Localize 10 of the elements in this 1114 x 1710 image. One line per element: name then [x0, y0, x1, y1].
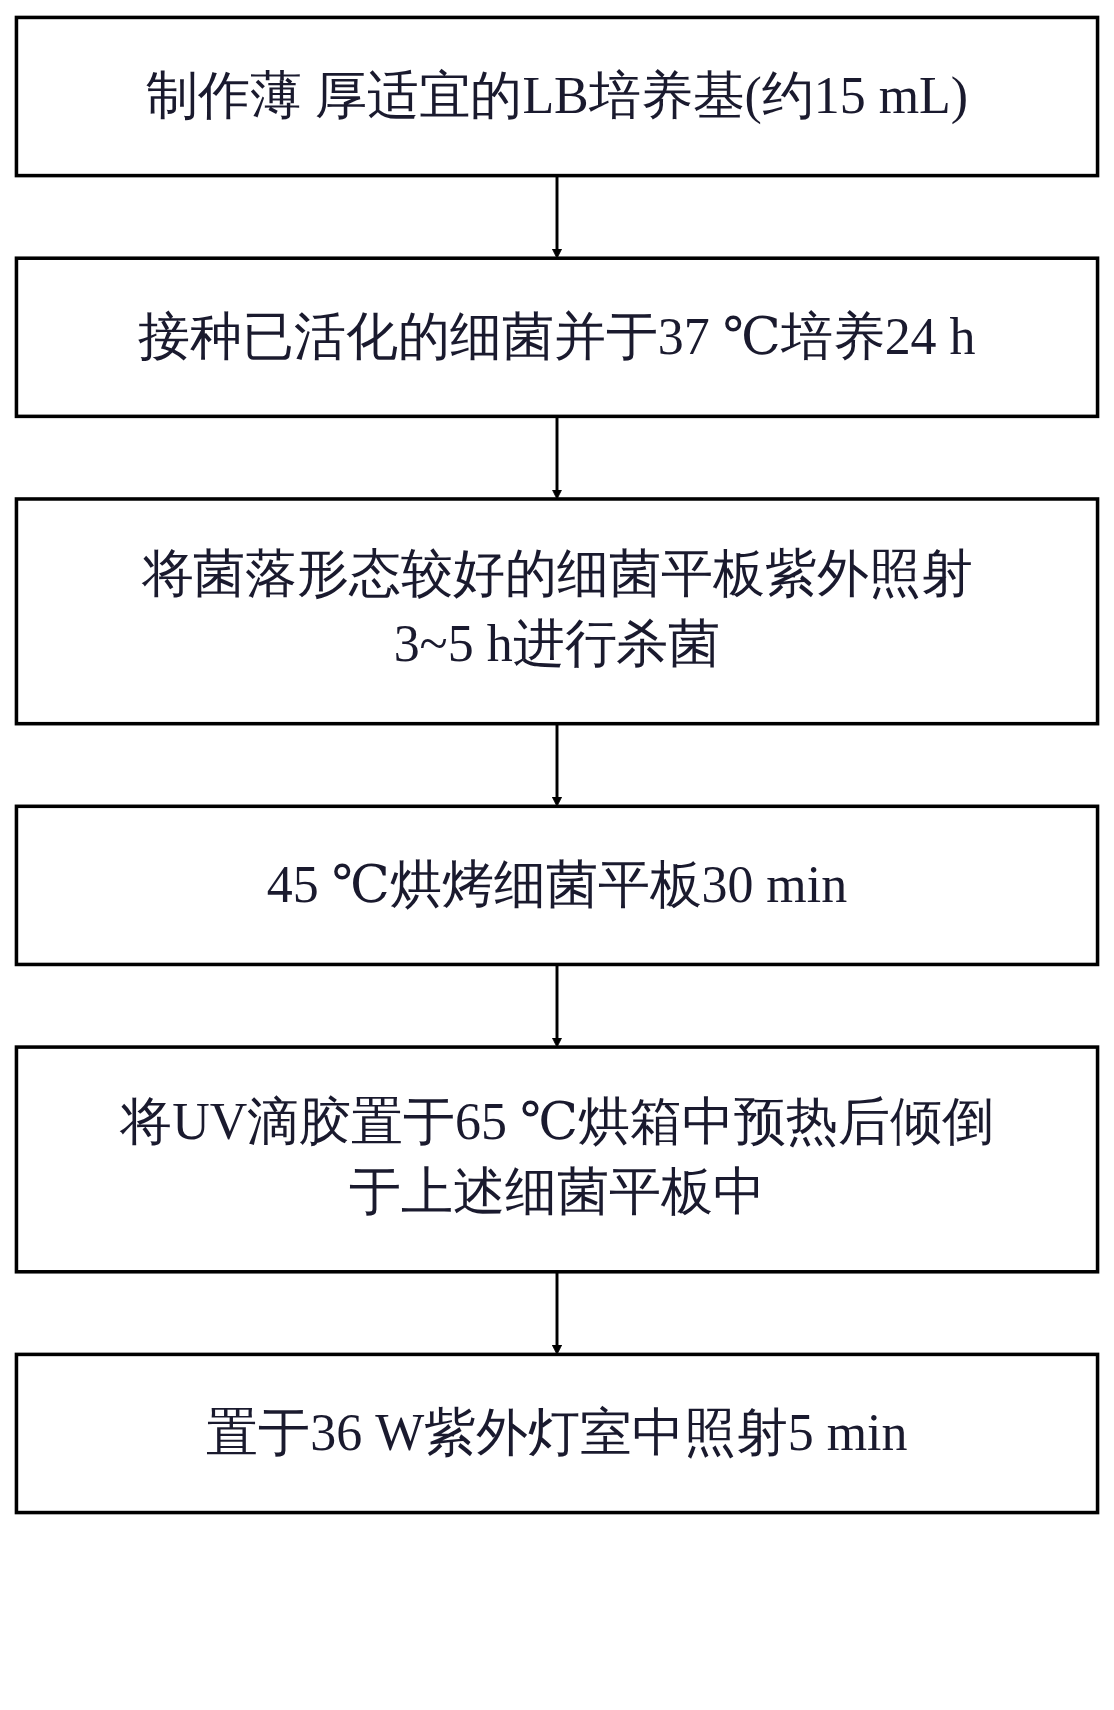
- arrow: [551, 1271, 563, 1355]
- arrow: [551, 723, 563, 807]
- process-box: 将UV滴胶置于65 ℃烘箱中预热后倾倒于上述细菌平板中: [14, 1045, 1100, 1274]
- process-box: 45 ℃烘烤细菌平板30 min: [14, 804, 1100, 967]
- process-box: 接种已活化的细菌并于37 ℃培养24 h: [14, 256, 1100, 419]
- process-box: 制作薄 厚适宜的LB培养基(约15 mL): [14, 15, 1100, 178]
- arrow: [551, 175, 563, 259]
- process-box: 将菌落形态较好的细菌平板紫外照射3~5 h进行杀菌: [14, 497, 1100, 726]
- process-box: 置于36 W紫外灯室中照射5 min: [14, 1352, 1100, 1515]
- arrow: [551, 964, 563, 1048]
